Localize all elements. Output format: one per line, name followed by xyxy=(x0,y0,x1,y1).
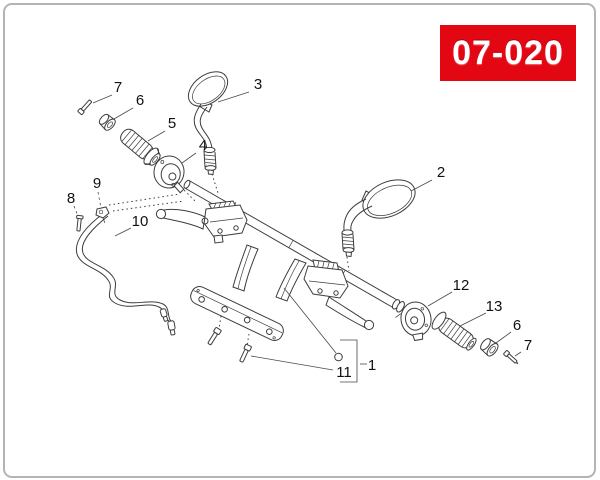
riser-cover-left xyxy=(232,244,259,292)
clamp-bolt xyxy=(239,343,252,363)
callout-leaders xyxy=(73,91,522,383)
callout-3: 3 xyxy=(254,76,262,93)
left-mirror xyxy=(187,71,229,176)
handlebar-clamp-bar xyxy=(190,286,284,341)
cable-end-fitting xyxy=(159,308,169,322)
callout-6-right: 6 xyxy=(513,317,521,334)
cable-bolt xyxy=(76,214,84,232)
callout-10: 10 xyxy=(132,213,149,230)
left-end-cap xyxy=(98,113,116,131)
callout-4: 4 xyxy=(199,137,207,154)
page-border xyxy=(3,3,596,478)
callout-7-right: 7 xyxy=(524,337,532,354)
riser-cover-right xyxy=(275,258,307,302)
left-switch xyxy=(153,155,185,194)
assembly-bracket xyxy=(340,339,358,383)
callout-labels: 7 6 5 4 3 2 8 9 10 12 13 6 7 11 1 xyxy=(67,76,532,381)
assembly-guide-lines xyxy=(108,173,350,347)
diagram-code-badge: 07-020 xyxy=(440,25,576,81)
clamp-bolt xyxy=(207,327,222,346)
right-grip xyxy=(431,311,477,351)
callout-1: 1 xyxy=(368,357,376,374)
right-mirror xyxy=(341,179,416,258)
left-screw xyxy=(77,99,92,116)
callout-2: 2 xyxy=(437,164,445,181)
callout-8: 8 xyxy=(67,190,75,207)
callout-6-left: 6 xyxy=(136,92,144,109)
left-grip xyxy=(120,128,161,166)
cable-clamp xyxy=(95,206,110,224)
right-screw xyxy=(503,350,519,365)
brake-master-cylinder xyxy=(303,259,375,331)
brake-lever xyxy=(325,296,370,329)
right-end-cap xyxy=(480,338,499,357)
callout-9: 9 xyxy=(93,175,101,192)
small-ring xyxy=(334,352,343,362)
clutch-master-cylinder xyxy=(155,200,248,244)
cable-end-fitting xyxy=(167,320,176,336)
clutch-lever xyxy=(158,208,206,230)
callout-7-left: 7 xyxy=(114,79,122,96)
callout-12: 12 xyxy=(453,277,470,294)
right-switch xyxy=(395,301,432,342)
callout-5: 5 xyxy=(168,115,176,132)
callout-13: 13 xyxy=(486,298,503,315)
control-cables xyxy=(75,210,176,336)
diagram-code: 07-020 xyxy=(452,33,564,72)
callout-11: 11 xyxy=(336,364,352,381)
